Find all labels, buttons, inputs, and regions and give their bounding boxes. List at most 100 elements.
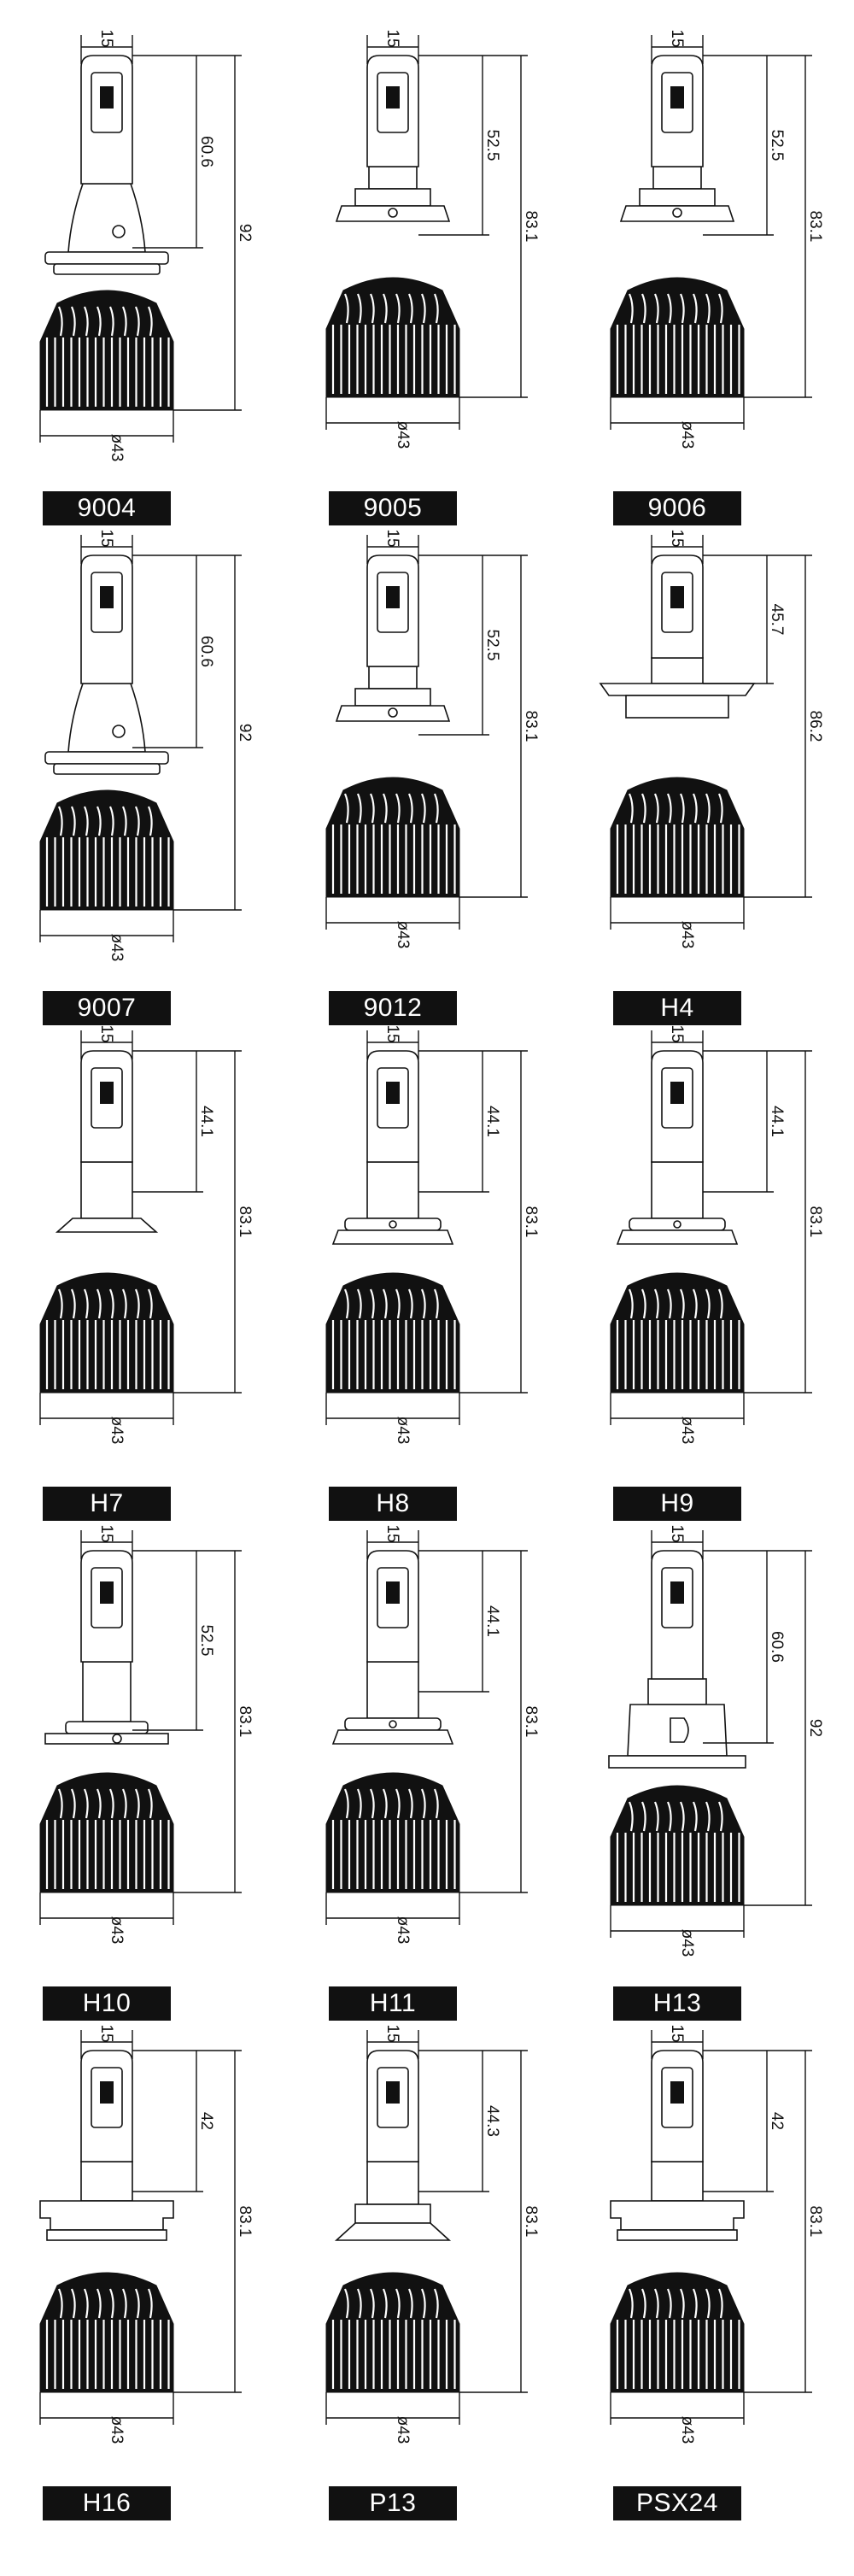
socket-ring xyxy=(616,1229,739,1245)
heatsink-blade xyxy=(628,1288,634,1319)
diameter-label: ø43 xyxy=(394,2416,412,2444)
heatsink-blade xyxy=(134,1288,140,1319)
diameter-label: ø43 xyxy=(678,1929,696,1957)
heatsink-blade xyxy=(717,1288,723,1319)
heatsink-blade xyxy=(70,1288,76,1319)
led-chip xyxy=(100,1082,114,1104)
heatsink-blade xyxy=(395,1288,401,1319)
socket-tab xyxy=(112,225,126,238)
diameter-label: ø43 xyxy=(108,1417,126,1445)
model-label: H16 xyxy=(43,2486,171,2520)
socket-neck xyxy=(80,2161,133,2202)
heatsink-blade xyxy=(640,793,646,824)
heatsink-blade xyxy=(653,793,659,824)
led-height-label: 42 xyxy=(768,2112,786,2130)
heatsink-blade xyxy=(433,293,439,324)
heatsink-blade xyxy=(356,793,362,824)
heatsink-blade xyxy=(717,2288,723,2319)
socket-ring xyxy=(331,1229,454,1245)
model-label: 9005 xyxy=(329,491,457,525)
heatsink-blade xyxy=(134,306,140,337)
heatsink-blade xyxy=(57,306,63,337)
model-label: H7 xyxy=(43,1487,171,1521)
heatsink-blade xyxy=(147,1788,153,1819)
heatsink-blade xyxy=(395,793,401,824)
heatsink-blade xyxy=(420,793,426,824)
heatsink-blade xyxy=(395,293,401,324)
heatsink-blade xyxy=(653,1801,659,1832)
heatsink-blade xyxy=(134,1788,140,1819)
diameter-label: ø43 xyxy=(108,934,126,962)
total-height-label: 83.1 xyxy=(806,211,824,243)
heatsink-blade xyxy=(121,1788,127,1819)
led-height-label: 60.6 xyxy=(197,636,215,667)
heatsink xyxy=(610,277,745,398)
heatsink-blade xyxy=(420,293,426,324)
heatsink-blade xyxy=(679,793,685,824)
socket-ring xyxy=(617,2229,738,2241)
heatsink-blade xyxy=(692,1801,698,1832)
socket-base xyxy=(331,1661,454,1745)
heatsink-blade xyxy=(382,793,388,824)
model-label: P13 xyxy=(329,2486,457,2520)
socket-base xyxy=(610,2161,745,2241)
led-chip xyxy=(100,2081,114,2104)
led-height-label: 60.6 xyxy=(197,136,215,167)
heatsink-blade xyxy=(369,2288,375,2319)
heatsink-blade xyxy=(407,1788,413,1819)
socket-neck xyxy=(652,166,702,190)
heatsink-blade xyxy=(83,1788,89,1819)
led-height-label: 44.3 xyxy=(483,2105,501,2137)
diameter-label: ø43 xyxy=(678,2416,696,2444)
heatsink-blade xyxy=(433,1288,439,1319)
led-chip xyxy=(670,1082,684,1104)
heatsink xyxy=(325,2272,460,2393)
heatsink-blade xyxy=(666,1801,672,1832)
heatsink-blade xyxy=(121,1288,127,1319)
width-label: 15 xyxy=(97,2024,115,2042)
socket-ring xyxy=(46,2229,167,2241)
width-label: 15 xyxy=(383,1524,401,1542)
heatsink-blade xyxy=(108,1288,114,1319)
width-label: 15 xyxy=(383,1024,401,1042)
heatsink-blade xyxy=(679,1801,685,1832)
led-height-label: 52.5 xyxy=(197,1625,215,1657)
total-height-label: 92 xyxy=(236,724,254,742)
socket-ring xyxy=(53,263,161,275)
led-height-label: 44.1 xyxy=(197,1106,215,1137)
led-height-label: 52.5 xyxy=(483,130,501,161)
width-label: 15 xyxy=(668,1024,686,1042)
socket-tab xyxy=(389,1720,397,1728)
socket-neck xyxy=(366,1161,419,1219)
heatsink-blade xyxy=(679,2288,685,2319)
socket-neck xyxy=(651,2161,704,2202)
heatsink-blade xyxy=(692,793,698,824)
heatsink-blade xyxy=(369,1288,375,1319)
heatsink-blade xyxy=(666,2288,672,2319)
heatsink-blade xyxy=(420,1788,426,1819)
total-height-label: 92 xyxy=(236,224,254,242)
socket-tab xyxy=(388,208,398,218)
heatsink xyxy=(325,277,460,398)
model-label: H4 xyxy=(613,991,741,1025)
led-height-label: 60.6 xyxy=(768,1631,786,1663)
heatsink xyxy=(39,1272,174,1394)
heatsink-blade xyxy=(628,1801,634,1832)
heatsink-blade xyxy=(705,2288,711,2319)
heatsink-blade xyxy=(382,1288,388,1319)
heatsink xyxy=(610,777,745,898)
heatsink-blade xyxy=(407,2288,413,2319)
heatsink-blade xyxy=(433,793,439,824)
total-height-label: 83.1 xyxy=(806,2206,824,2238)
